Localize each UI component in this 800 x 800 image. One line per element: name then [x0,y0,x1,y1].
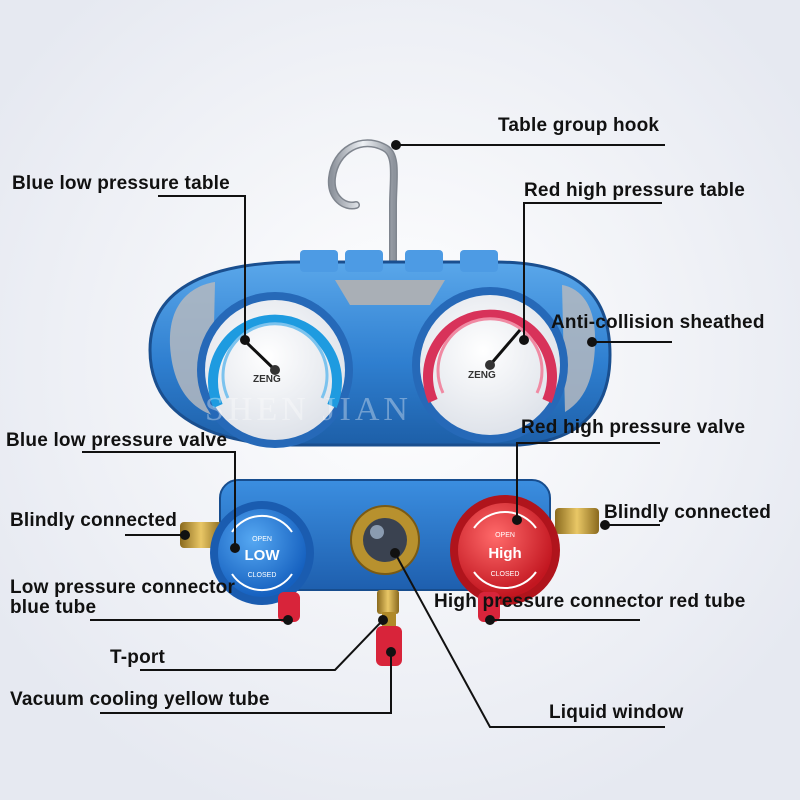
watermark: SHEN JIAN [205,391,412,428]
housing-tab [300,250,338,272]
low-valve-label: LOW [245,547,281,564]
label-vacuum-cooling-yellow-tube: Vacuum cooling yellow tube [10,689,270,710]
leader-blue-low-pressure-valve [82,451,236,548]
leader-t-port [140,619,384,671]
low-gauge-needle [244,340,277,372]
label-red-high-pressure-valve: Red high pressure valve [521,417,746,438]
label-t-port: T-port [110,647,166,668]
label-blindly-connected-left: Blindly connected [10,510,178,531]
low-gauge-scale-arc [208,314,342,408]
label-blindly-connected-right: Blindly connected [604,502,772,523]
vacuum-yellow-tube-port [376,626,402,666]
liquid-window-glint [370,525,384,539]
low-gauge-pivot [270,365,280,375]
blind-connector-right [555,508,599,534]
high-gauge-pivot [485,360,495,370]
anti-collision-sheath-right [562,285,596,412]
label-red-high-pressure-table: Red high pressure table [524,180,746,201]
t-port-brass [377,590,399,614]
high-gauge-needle [488,329,522,366]
high-valve-open-text: OPEN [495,532,515,539]
high-valve-knob [458,503,552,597]
rubber-strip [335,280,445,305]
leader-red-high-pressure-valve [516,442,660,520]
high-valve-closed-text: CLOSED [491,571,520,578]
label-blue-low-pressure-table: Blue low pressure table [12,173,230,194]
low-valve-arrow-top [231,514,293,533]
high-gauge-scale-arc [423,309,557,403]
liquid-window-glass [363,518,407,562]
label-low-pressure-connector: Low pressure connector blue tube [10,577,236,618]
leader-blue-low-pressure-table [158,195,246,340]
high-valve-arrow-bottom [473,571,537,589]
low-valve-arrow-bottom [231,573,293,592]
low-valve-closed-text: CLOSED [248,572,277,579]
leader-liquid-window [394,552,665,728]
label-blue-low-pressure-valve: Blue low pressure valve [6,430,228,451]
label-anti-collision-sheathed: Anti-collision sheathed [551,312,765,333]
housing-tab [460,250,498,272]
leader-dots [180,140,610,657]
low-valve-knob [218,509,306,597]
high-pressure-port [478,592,500,622]
high-gauge-inner-arc [436,317,544,394]
high-valve-arrow-top [473,511,537,529]
leader-vacuum-cooling-yellow-tube [100,652,392,714]
housing-tab [345,250,383,272]
leader-red-high-pressure-table [523,202,662,340]
housing-tab [405,250,443,272]
high-gauge-brand: ZENG [468,370,496,381]
low-pressure-port [278,592,300,622]
leader-lines [82,144,672,728]
label-high-pressure-connector: High pressure connector red tube [434,591,746,612]
label-table-group-hook: Table group hook [498,115,660,136]
low-gauge-inner-arc [221,322,329,399]
table-group-hook [329,140,397,265]
high-valve-label: High [488,545,521,562]
low-gauge-brand: ZENG [253,374,281,385]
label-liquid-window: Liquid window [549,702,684,723]
low-valve-open-text: OPEN [252,536,272,543]
